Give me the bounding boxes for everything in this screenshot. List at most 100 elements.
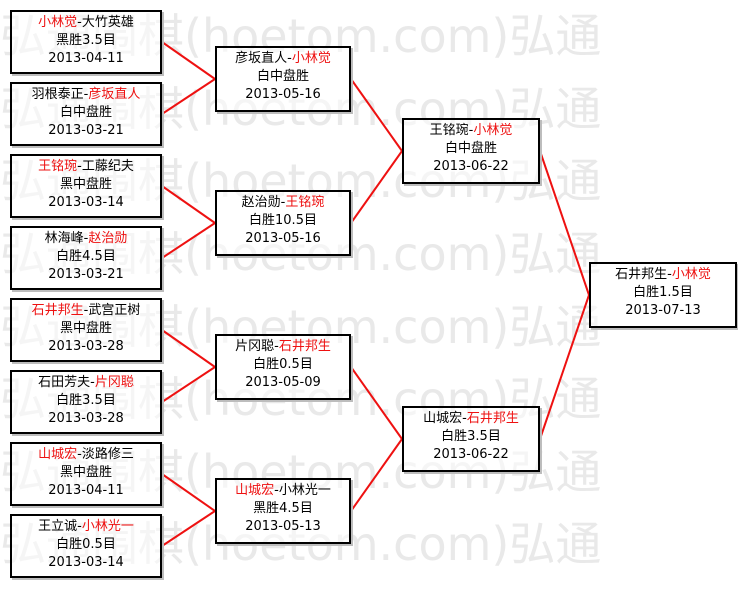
match-date: 2013-04-11: [48, 51, 124, 66]
bracket-line: [539, 150, 590, 296]
bracket-line: [539, 294, 590, 440]
players-separator: -: [83, 87, 89, 102]
player-white: 淡路修三: [81, 447, 134, 462]
player-black: 小林觉: [38, 15, 78, 30]
player-black: 山城宏: [235, 483, 275, 498]
player-white: 赵治勋: [88, 231, 128, 246]
match-date: 2013-06-22: [433, 159, 509, 174]
match-result: 黑中盘胜: [59, 465, 112, 480]
players-separator: -: [462, 411, 467, 426]
players-separator: -: [287, 51, 292, 66]
match-date: 2013-03-28: [48, 411, 124, 426]
player-white: 武宫正树: [88, 303, 141, 318]
match-players: 王铭琬-小林觉: [404, 122, 538, 140]
player-black: 王铭琬: [429, 123, 469, 138]
players-separator: -: [77, 159, 82, 174]
match-box-r1_3: 王铭琬-工藤纪夫黑中盘胜 2013-03-14: [10, 154, 162, 218]
player-white: 小林觉: [671, 267, 711, 282]
players-separator: -: [468, 123, 474, 138]
match-players: 小林觉-大竹英雄: [12, 14, 160, 32]
players-separator: -: [77, 15, 82, 30]
bracket-line: [161, 329, 216, 368]
players-separator: -: [274, 339, 279, 354]
match-result: 白胜0.5目: [253, 357, 313, 372]
match-date: 2013-03-28: [48, 339, 124, 354]
players-separator: -: [280, 195, 286, 210]
player-white: 小林光一: [81, 519, 134, 534]
player-black: 片冈聪: [235, 339, 275, 354]
bracket-line: [350, 150, 403, 224]
match-players: 片冈聪-石井邦生: [217, 338, 349, 356]
player-black: 羽根泰正: [31, 87, 84, 102]
match-date: 2013-05-13: [245, 519, 321, 534]
player-white: 石井邦生: [278, 339, 331, 354]
players-separator: -: [83, 303, 89, 318]
match-result: 白胜1.5目: [633, 285, 693, 300]
player-black: 彦坂直人: [235, 51, 288, 66]
match-box-r1_2: 羽根泰正-彦坂直人白中盘胜 2013-03-21: [10, 82, 162, 146]
match-players: 石田芳夫-片冈聪: [12, 374, 160, 392]
match-box-r1_6: 石田芳夫-片冈聪白胜3.5目 2013-03-28: [10, 370, 162, 434]
players-separator: -: [83, 231, 89, 246]
match-result: 白胜0.5目: [56, 537, 116, 552]
bracket-line: [350, 78, 403, 152]
players-separator: -: [77, 447, 82, 462]
player-white: 王铭琬: [285, 195, 325, 210]
match-result: 黑胜4.5目: [253, 501, 313, 516]
player-black: 石田芳夫: [38, 375, 91, 390]
player-black: 山城宏: [38, 447, 78, 462]
player-black: 王立诚: [38, 519, 78, 534]
match-result: 白胜3.5目: [441, 429, 501, 444]
match-players: 赵治勋-王铭琬: [217, 194, 349, 212]
match-result: 黑中盘胜: [59, 177, 112, 192]
match-players: 山城宏-小林光一: [217, 482, 349, 500]
match-date: 2013-05-16: [245, 87, 321, 102]
player-black: 赵治勋: [241, 195, 281, 210]
bracket-line: [350, 438, 403, 512]
player-black: 王铭琬: [38, 159, 78, 174]
match-players: 石井邦生-小林觉: [591, 266, 735, 284]
player-white: 大竹英雄: [81, 15, 134, 30]
match-result: 白中盘胜: [59, 105, 112, 120]
player-black: 石井邦生: [31, 303, 84, 318]
players-separator: -: [667, 267, 672, 282]
player-white: 彦坂直人: [88, 87, 141, 102]
match-players: 王铭琬-工藤纪夫: [12, 158, 160, 176]
match-date: 2013-05-16: [245, 231, 321, 246]
match-result: 白中盘胜: [444, 141, 497, 156]
player-white: 小林光一: [278, 483, 331, 498]
bracket-line: [161, 185, 216, 224]
match-players: 王立诚-小林光一: [12, 518, 160, 536]
bracket-line: [161, 41, 216, 80]
player-black: 林海峰: [44, 231, 84, 246]
match-date: 2013-03-21: [48, 123, 124, 138]
match-date: 2013-03-21: [48, 267, 124, 282]
bracket-line: [161, 366, 216, 403]
match-result: 白中盘胜: [256, 69, 309, 84]
player-white: 小林觉: [473, 123, 513, 138]
bracket-line: [350, 366, 403, 440]
match-date: 2013-05-09: [245, 375, 321, 390]
player-black: 石井邦生: [615, 267, 668, 282]
match-players: 石井邦生-武宫正树: [12, 302, 160, 320]
player-white: 石井邦生: [466, 411, 519, 426]
match-result: 白胜3.5目: [56, 393, 116, 408]
match-date: 2013-07-13: [625, 303, 701, 318]
match-result: 白胜10.5目: [249, 213, 317, 228]
player-black: 山城宏: [423, 411, 463, 426]
match-result: 黑中盘胜: [59, 321, 112, 336]
bracket-line: [161, 510, 216, 547]
match-players: 林海峰-赵治勋: [12, 230, 160, 248]
match-date: 2013-03-14: [48, 195, 124, 210]
